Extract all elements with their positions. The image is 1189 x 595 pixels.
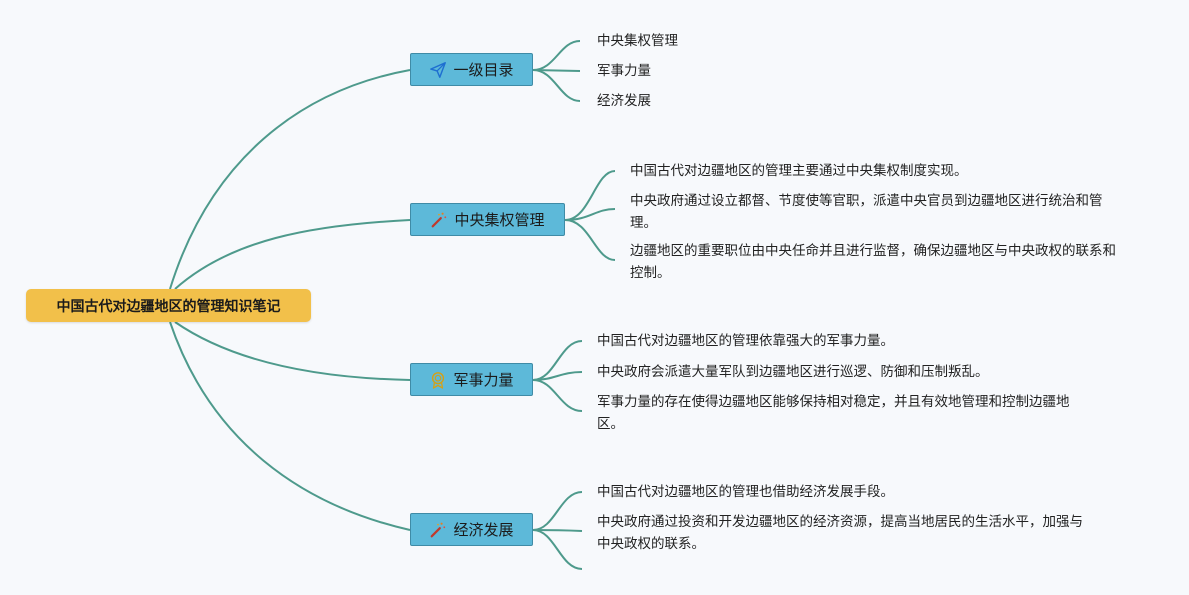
- leaf-connector: [564, 208, 616, 221]
- root-branch-connector: [174, 219, 411, 290]
- root-branch-connector: [169, 69, 411, 290]
- leaf-item: 经济发展: [597, 93, 651, 109]
- leaf-item: 中央政府通过投资和开发边疆地区的经济资源，提高当地居民的生活水平，加强与中央政权…: [597, 514, 1083, 552]
- leaf-item: 中央政府会派遣大量军队到边疆地区进行巡逻、防御和压制叛乱。: [597, 364, 989, 380]
- branch-node-military[interactable]: 军事力量: [410, 363, 533, 396]
- leaf-connector: [532, 69, 581, 102]
- leaf-connector: [532, 529, 583, 570]
- root-node[interactable]: 中国古代对边疆地区的管理知识笔记: [26, 289, 311, 322]
- leaf-item: 边疆地区的重要职位由中央任命并且进行监督，确保边疆地区与中央政权的联系和控制。: [630, 243, 1116, 281]
- branch-label: 一级目录: [453, 61, 514, 79]
- branch-label: 军事力量: [453, 371, 514, 389]
- branch-node-central-authority[interactable]: 中央集权管理: [410, 203, 565, 236]
- paper-plane-icon: [429, 61, 447, 79]
- root-branch-connector: [174, 321, 411, 381]
- leaf-item: 中央集权管理: [597, 33, 678, 49]
- leaf-connector: [564, 219, 616, 261]
- leaf-item: 军事力量: [597, 63, 651, 79]
- leaf-item: 中国古代对边疆地区的管理主要通过中央集权制度实现。: [630, 163, 968, 179]
- magic-wand-icon: [429, 521, 447, 539]
- leaf-connector: [532, 379, 583, 412]
- leaf-connector: [532, 340, 583, 381]
- branch-node-directory[interactable]: 一级目录: [410, 53, 533, 86]
- leaf-item: 中央政府通过设立都督、节度使等官职，派遣中央官员到边疆地区进行统治和管理。: [630, 193, 1103, 231]
- medal-icon: [429, 371, 447, 389]
- branch-label: 中央集权管理: [454, 211, 545, 229]
- leaf-item: 中国古代对边疆地区的管理也借助经济发展手段。: [597, 484, 894, 500]
- leaf-connector: [532, 371, 583, 381]
- leaf-connector: [564, 170, 616, 221]
- leaf-item: 中国古代对边疆地区的管理依靠强大的军事力量。: [597, 333, 894, 349]
- leaf-connector: [532, 491, 583, 531]
- root-title: 中国古代对边疆地区的管理知识笔记: [56, 298, 281, 315]
- magic-wand-icon: [430, 211, 448, 229]
- leaf-connector: [532, 69, 581, 72]
- leaf-item: 军事力量的存在使得边疆地区能够保持相对稳定，并且有效地管理和控制边疆地区。: [597, 394, 1070, 432]
- leaf-connector: [532, 40, 581, 71]
- branch-node-economy[interactable]: 经济发展: [410, 513, 533, 546]
- root-branch-connector: [169, 321, 411, 531]
- branch-label: 经济发展: [453, 521, 514, 539]
